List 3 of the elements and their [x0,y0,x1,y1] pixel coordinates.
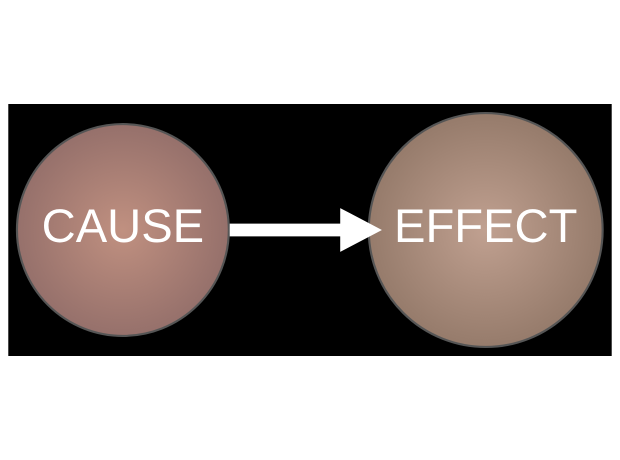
node-circle: EFFECT [368,112,604,348]
node-circle: CAUSE [16,123,230,337]
arrow [230,208,382,252]
